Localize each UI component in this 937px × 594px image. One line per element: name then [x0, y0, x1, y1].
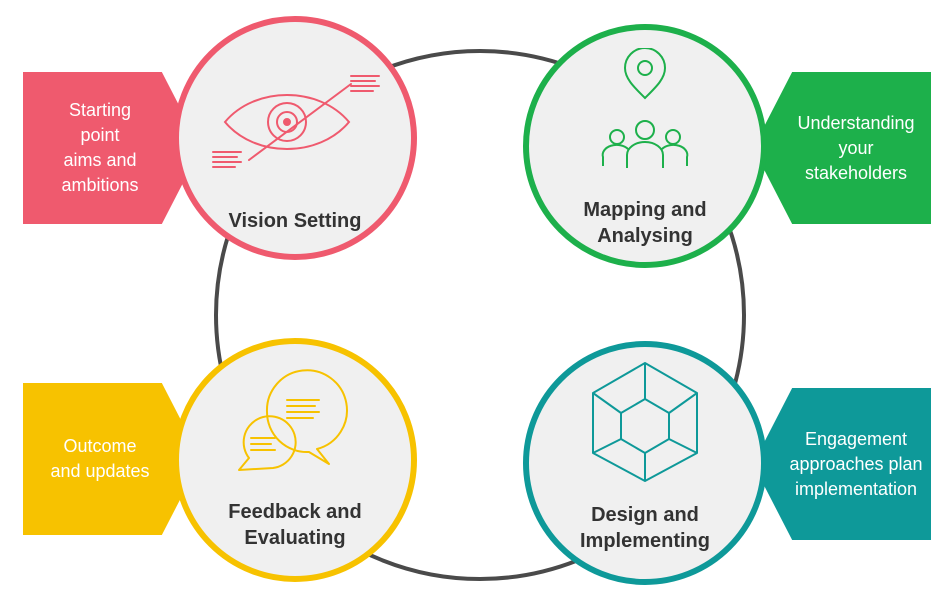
eye-target-icon	[212, 75, 380, 168]
design-tag-line: implementation	[794, 478, 918, 499]
mapping-title: Mapping and Analysing	[583, 199, 707, 247]
vision-setting-stage: Vision Setting	[173, 16, 417, 260]
feedback-tag: Outcome and updates	[23, 383, 201, 535]
feedback-title: Feedback and Evaluating	[228, 501, 362, 549]
mapping-tag-line: stakeholders	[804, 162, 908, 183]
mapping-tag-line: Understanding	[797, 112, 915, 133]
vision-tag-line: point	[80, 125, 120, 145]
mapping-tag: Understanding your stakeholders	[753, 72, 931, 224]
design-title: Design and Implementing	[579, 504, 710, 552]
vision-title: Vision Setting	[228, 210, 362, 232]
location-people-icon	[601, 48, 689, 168]
cube-icon	[592, 362, 698, 482]
feedback-evaluating-stage: Feedback and Evaluating	[173, 338, 417, 582]
design-implementing-stage: Design and Implementing	[523, 341, 767, 585]
vision-tag-line: aims and	[63, 150, 137, 170]
mapping-tag-line: your	[838, 137, 874, 158]
feedback-tag-line: and updates	[50, 461, 150, 481]
design-tag: Engagement approaches plan implementatio…	[753, 388, 931, 540]
vision-tag-line: ambitions	[61, 175, 139, 195]
chat-bubbles-icon	[238, 369, 348, 471]
design-tag-line: approaches plan	[789, 453, 923, 474]
vision-tag-line: Starting	[68, 100, 132, 120]
feedback-tag-line: Outcome	[63, 436, 137, 456]
design-tag-line: Engagement	[804, 428, 908, 449]
mapping-analysing-stage: Mapping and Analysing	[523, 24, 767, 268]
vision-tag: Starting point aims and ambitions	[23, 72, 201, 224]
